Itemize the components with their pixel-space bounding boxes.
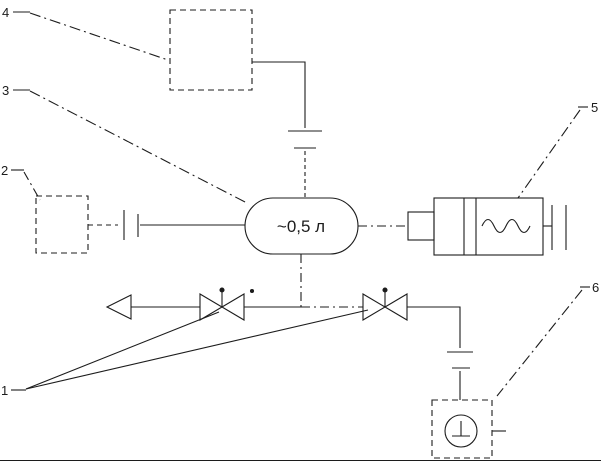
vent-arrow	[105, 294, 132, 320]
callout-1: 1	[1, 383, 8, 398]
valve-left-handle-dot	[219, 287, 225, 293]
component-6-box	[431, 399, 493, 459]
leader-3	[29, 90, 248, 204]
callout-5: 5	[591, 100, 598, 115]
silencer-wavy-element	[481, 218, 531, 234]
valve-left-body-l	[199, 293, 224, 321]
gauge-circle	[444, 414, 478, 448]
leader-4	[29, 12, 169, 61]
callout-3: 3	[2, 83, 9, 98]
leader-1a	[25, 311, 220, 390]
pipe-to-6	[407, 306, 461, 348]
valve-right-body-r	[383, 293, 408, 321]
leader-2	[23, 171, 41, 201]
callout-6: 6	[592, 280, 599, 295]
silencer-inlet-box	[407, 211, 435, 241]
leader-1b	[25, 309, 369, 390]
leader-6	[496, 289, 583, 397]
valve-right-body-l	[362, 293, 387, 321]
callout-2: 2	[1, 163, 8, 178]
leader-5	[517, 109, 581, 199]
footnote-dot	[249, 288, 255, 294]
vessel-volume-label: ~0,5 л	[277, 217, 325, 236]
silencer-body	[433, 197, 544, 256]
component-2-box	[35, 195, 89, 254]
callout-4: 4	[2, 5, 9, 20]
valve-right-handle-dot	[382, 287, 388, 293]
component-4-box	[169, 9, 253, 91]
pipe-top	[252, 61, 306, 128]
valve-left-body-r	[220, 293, 245, 321]
